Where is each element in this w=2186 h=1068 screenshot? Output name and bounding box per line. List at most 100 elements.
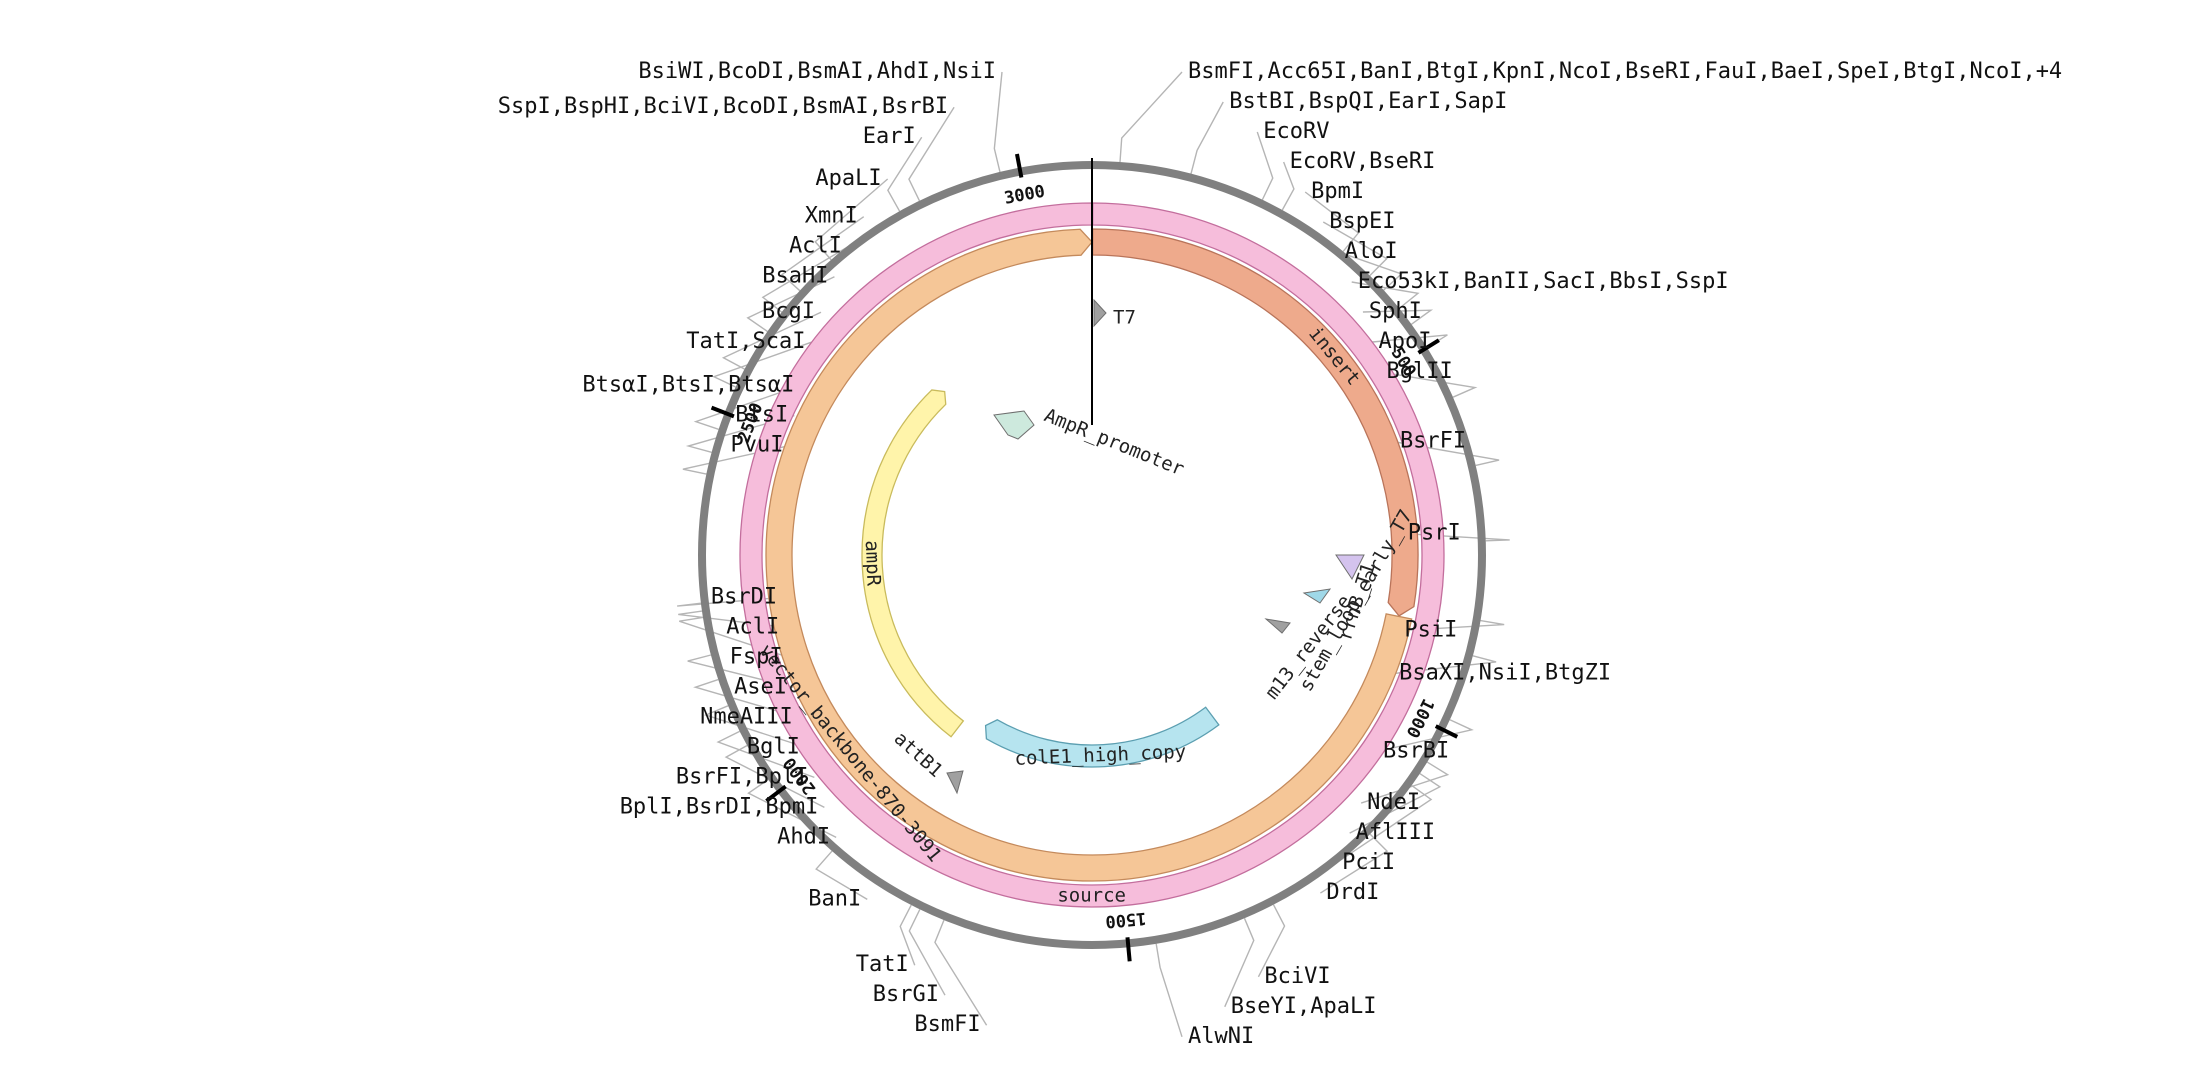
site-label-bsrbi[interactable]: BsrBI [1383,739,1449,764]
site-label-apali[interactable]: ApaLI [815,166,881,191]
site-label-bpmi[interactable]: BpmI [1311,179,1364,204]
site-label-bcgi[interactable]: BcgI [762,299,815,324]
site-label-bts-i-btsi-bts-i[interactable]: BtsαI,BtsI,BtsαI [582,373,794,398]
marker-rrnB-T1 [1335,554,1365,580]
site-label-alwni[interactable]: AlwNI [1188,1024,1254,1049]
site-leader [1335,784,1433,864]
tick-mark [765,784,787,803]
feature-ampR [861,389,965,738]
feature-insert [1091,228,1419,617]
site-label-pcii[interactable]: PciI [1342,850,1395,875]
site-label-eco53ki-banii-saci-bbsi-sspi[interactable]: Eco53kI,BanII,SacI,BbsI,SspI [1358,269,1729,294]
site-label-acli[interactable]: AclI [789,234,842,259]
site-leader [815,850,868,900]
site-leader [1376,719,1474,753]
feature-label-ampR: ampR [861,540,885,587]
site-leader [780,216,865,292]
site-label-apoi[interactable]: ApoI [1378,329,1431,354]
site-leader [1320,833,1389,894]
site-leader [1380,371,1478,398]
site-label-bsrfi[interactable]: BsrFI [1400,429,1466,454]
site-leader [887,136,923,212]
site-label-bseyi-apali[interactable]: BseYI,ApaLI [1231,994,1377,1019]
site-leader [1304,191,1360,252]
site-leader [1338,251,1403,291]
site-label-drdi[interactable]: DrdI [1326,880,1379,905]
marker-m13-reverse [1264,618,1291,634]
site-label-eari[interactable]: EarI [863,124,916,149]
site-leader [703,705,807,749]
site-leader [1362,309,1434,325]
site-leader [993,71,1003,173]
site-label-bspei[interactable]: BspEI [1329,209,1395,234]
site-leader [685,414,795,453]
marker-AmpR-promoter [993,410,1035,440]
site-leader [1119,71,1183,163]
site-label-sphi[interactable]: SphI [1369,299,1422,324]
site-leader [712,341,812,388]
site-leader [1256,131,1274,201]
site-label-bcivi[interactable]: BciVI [1264,964,1330,989]
site-label-bpli-bsrdi-bpmi[interactable]: BplI,BsrDI,BpmI [620,794,819,819]
site-leader [814,178,889,261]
site-labels: BsmFI,Acc65I,BanI,BtgI,KpnI,NcoI,BseRI,F… [498,59,2062,1049]
site-label-bani[interactable]: BanI [808,886,861,911]
site-leader [716,730,815,779]
site-label-ecorv-bseri[interactable]: EcoRV,BseRI [1290,149,1436,174]
marker-label-T7: T7 [1113,307,1136,329]
site-leader [908,106,955,202]
marker-label-AmpR-promoter: AmpR_promoter [1041,404,1187,480]
site-label-bstbi-bspqi-eari-sapi[interactable]: BstBI,BspQI,EarI,SapI [1229,89,1507,114]
site-label-bsmfi-acc65i-bani-btgi-kpni-ncoi-bseri-faui-baei-spei-btgi-ncoi-4[interactable]: BsmFI,Acc65I,BanI,BtgI,KpnI,NcoI,BseRI,F… [1188,59,2062,84]
site-leader [693,384,801,430]
site-label-sspi-bsphi-bcivi-bcodi-bsmai-bsrbi[interactable]: SspI,BspHI,BciVI,BcoDI,BsmAI,BsrBI [498,94,948,119]
site-leader [899,904,916,966]
site-label-bsrgi[interactable]: BsrGI [873,982,939,1007]
site-leader [908,909,946,996]
tick-mark [1417,338,1440,355]
site-label-aloi[interactable]: AloI [1345,239,1398,264]
site-label-tati[interactable]: TatI [856,952,909,977]
site-label-tati-scai[interactable]: TatI,ScaI [686,329,805,354]
site-label-bsrfi-bpli[interactable]: BsrFI,BplI [676,764,808,789]
feature-vector-backbone [765,228,1413,882]
site-label-afliii[interactable]: AflIII [1356,820,1435,845]
site-label-psri[interactable]: PsrI [1408,520,1461,545]
site-label-bsiwi-bcodi-bsmai-ahdi-nsii[interactable]: BsiWI,BcoDI,BsmAI,AhdI,NsiI [638,59,996,84]
tick-mark [710,405,735,419]
site-label-ahdi[interactable]: AhdI [777,824,830,849]
site-leader [1281,161,1295,211]
site-label-asei[interactable]: AseI [734,674,787,699]
site-label-ecorv[interactable]: EcoRV [1263,119,1329,144]
site-leader [1393,441,1500,467]
marker-stem-loop-early-T7 [1302,588,1332,604]
site-leader [1393,655,1497,675]
site-label-fspi[interactable]: FspI [730,644,783,669]
site-leader [687,654,794,689]
site-leader [693,678,799,719]
site-leader [761,246,849,313]
site-label-xmni[interactable]: XmnI [805,204,858,229]
site-label-ndei[interactable]: NdeI [1367,790,1420,815]
site-label-bsaxi-nsii-btgzi[interactable]: BsaXI,NsiI,BtgZI [1399,661,1611,686]
marker-attB1 [946,770,964,795]
tick-mark [1014,153,1024,178]
site-label-acli[interactable]: AclI [726,614,779,639]
site-label-bsrdi[interactable]: BsrDI [711,584,777,609]
feature-colE1-high-copy [984,706,1220,768]
tick-mark [1434,724,1459,739]
site-leader [682,444,790,475]
site-label-bsmfi[interactable]: BsmFI [914,1012,980,1037]
site-leader [934,919,988,1026]
site-label-bglii[interactable]: BglII [1386,359,1452,384]
feature-label-source: source [1057,884,1126,906]
site-label-bgli[interactable]: BglI [747,734,800,759]
site-label-bsahi[interactable]: BsaHI [762,264,828,289]
site-label-pvui[interactable]: PvuI [731,433,784,458]
site-label-psii[interactable]: PsiI [1404,618,1457,643]
site-leader [1257,904,1286,978]
tick-label: 1500 [1104,908,1147,932]
site-label-nmeaiii[interactable]: NmeAIII [700,704,793,729]
site-leader [1360,761,1450,804]
site-label-btsi[interactable]: BtsI [735,403,788,428]
